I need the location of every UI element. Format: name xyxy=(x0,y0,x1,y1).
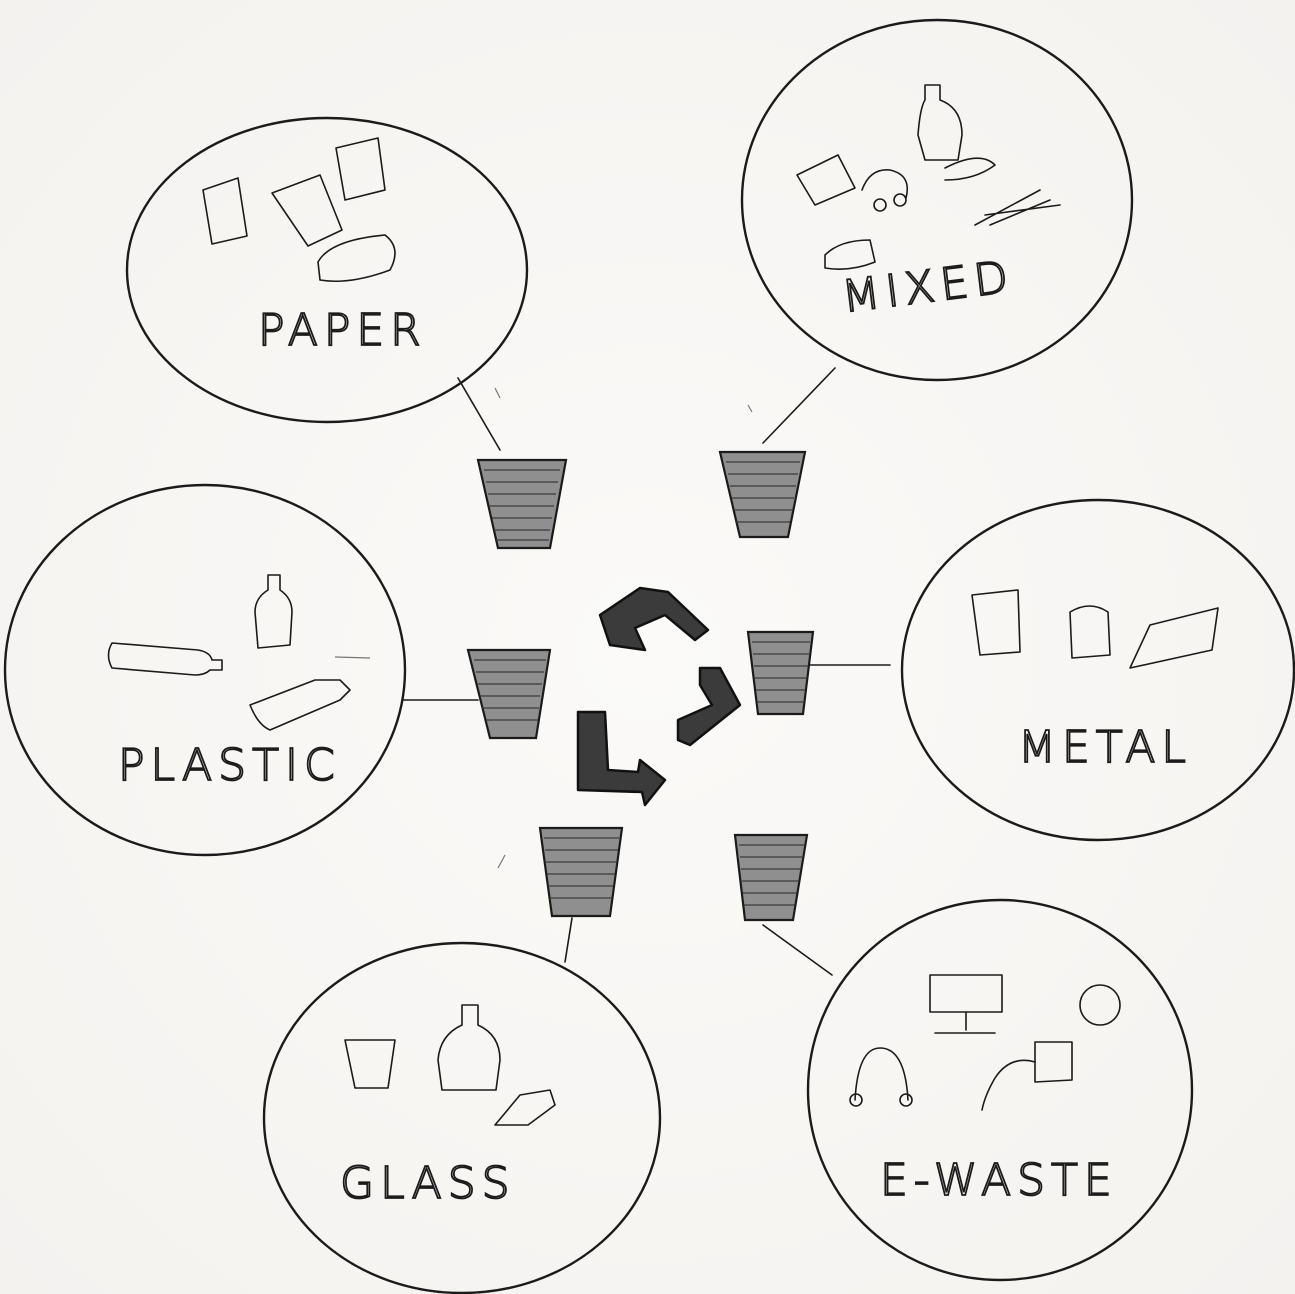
glass-circle xyxy=(264,943,660,1293)
ewaste-connector xyxy=(763,925,832,975)
glass-group: GLASS xyxy=(264,918,660,1293)
metal-cans-icon xyxy=(972,590,1218,668)
mixed-group: MIXED xyxy=(742,20,1132,443)
paper-sheets-icon xyxy=(203,138,395,281)
glass-items-icon xyxy=(345,1005,555,1125)
mixed-label: MIXED xyxy=(839,251,1017,323)
bin-paper-icon xyxy=(478,460,566,548)
metal-circle xyxy=(902,500,1294,840)
recycle-icon xyxy=(578,588,740,805)
plastic-circle xyxy=(5,485,405,855)
metal-group: METAL xyxy=(810,500,1294,840)
paper-circle xyxy=(127,118,527,422)
paper-label: PAPER xyxy=(258,305,427,356)
plastic-group: PLASTIC xyxy=(5,485,478,855)
glass-label: GLASS xyxy=(340,1158,516,1209)
glass-connector xyxy=(565,918,572,962)
mixed-circle xyxy=(742,20,1132,380)
metal-label: METAL xyxy=(1018,722,1192,773)
bin-ewaste-icon xyxy=(735,835,807,920)
ewaste-circle xyxy=(808,900,1192,1280)
bin-metal-icon xyxy=(748,632,813,714)
electronics-icon xyxy=(850,975,1120,1110)
paper-connector xyxy=(458,378,500,450)
bin-glass-icon xyxy=(540,828,622,916)
paper-group: PAPER xyxy=(127,118,527,450)
plastic-bottles-icon xyxy=(109,575,351,730)
plastic-label: PLASTIC xyxy=(118,740,341,791)
mixed-connector xyxy=(763,368,835,443)
ewaste-label: E-WASTE xyxy=(880,1155,1118,1206)
ewaste-group: E-WASTE xyxy=(763,900,1192,1280)
bin-plastic-icon xyxy=(468,650,550,738)
bin-mixed-icon xyxy=(720,452,805,537)
mixed-items-icon xyxy=(797,85,1060,269)
